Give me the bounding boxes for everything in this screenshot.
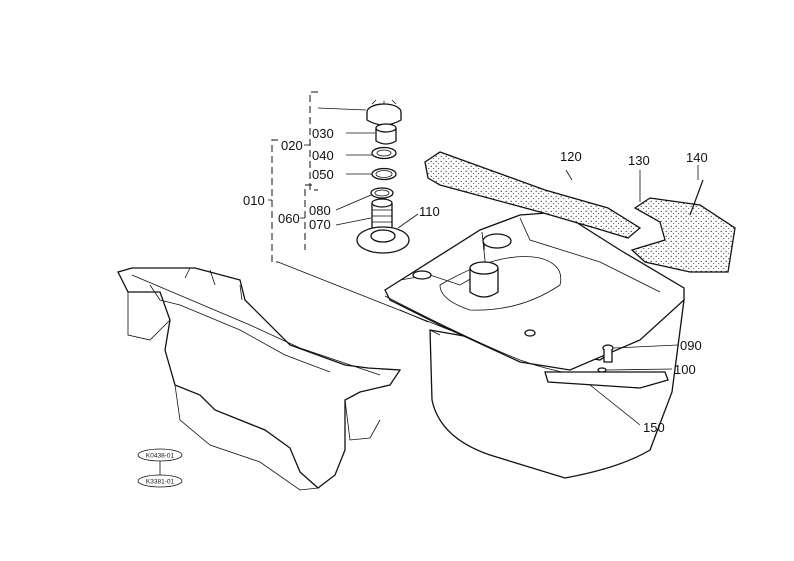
label-090: 090 xyxy=(680,338,702,353)
label-040: 040 xyxy=(312,148,334,163)
label-120: 120 xyxy=(560,149,582,164)
part-040-ring xyxy=(346,146,397,160)
group-bracket-060 xyxy=(300,184,312,250)
label-070: 070 xyxy=(309,217,331,232)
label-020: 020 xyxy=(281,138,303,153)
label-100: 100 xyxy=(674,362,696,377)
group-bracket-010 xyxy=(268,139,476,341)
fuel-tank-part xyxy=(384,211,685,479)
label-050: 050 xyxy=(312,167,334,182)
part-140-pin xyxy=(689,165,704,216)
label-010: 010 xyxy=(243,193,265,208)
label-110: 110 xyxy=(419,204,440,219)
ref-code-bottom: K3381-01 xyxy=(146,479,175,486)
label-030: 030 xyxy=(312,126,334,141)
part-030-collar xyxy=(346,123,397,145)
part-050-gasket xyxy=(346,167,397,181)
fender-panel-part xyxy=(117,267,402,491)
part-110-flange-plate xyxy=(356,213,419,254)
label-080: 080 xyxy=(309,203,331,218)
reference-codes: K0438-01 K3381-01 xyxy=(137,448,183,488)
part-130-foam-pad xyxy=(630,170,736,273)
label-150: 150 xyxy=(643,420,665,435)
part-080-seal xyxy=(335,187,394,211)
part-100-washer xyxy=(597,367,673,373)
label-140: 140 xyxy=(686,150,708,165)
ref-code-top: K0438-01 xyxy=(146,453,175,460)
part-120-foam-pad xyxy=(424,151,642,239)
leader-150 xyxy=(589,384,641,426)
label-130: 130 xyxy=(628,153,650,168)
label-060: 060 xyxy=(278,211,300,226)
group-bracket-020 xyxy=(304,91,318,191)
fuel-cap-part xyxy=(317,99,402,126)
part-090-bolt xyxy=(602,344,679,363)
